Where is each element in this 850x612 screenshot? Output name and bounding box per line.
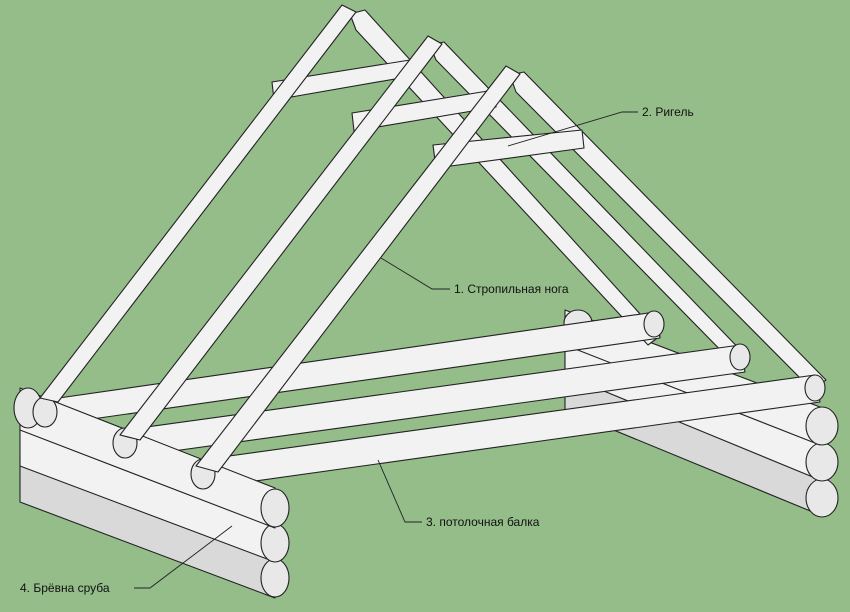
right-wall-log-middle-end xyxy=(805,442,839,482)
leader-ceiling-beam xyxy=(377,459,422,523)
right-rafter-legs xyxy=(349,9,827,391)
right-rafter-back xyxy=(349,9,661,346)
left-rafter-middle xyxy=(119,35,443,441)
rafter-leg-label: 1. Стропильная нога xyxy=(454,282,569,296)
left-wall-log-top-end xyxy=(260,488,290,528)
label-collar-beam: 2. Ригель xyxy=(507,105,694,147)
collar-beam-middle xyxy=(351,89,497,132)
label-ceiling-beam: 3. потолочная балка xyxy=(377,459,540,529)
ceiling-beam-back-end xyxy=(643,310,665,338)
label-rafter-leg: 1. Стропильная нога xyxy=(380,257,569,296)
label-frame-logs: 4. Брёвна сруба xyxy=(20,525,233,595)
leader-rafter-leg xyxy=(380,257,450,290)
ceiling-beam-middle-end xyxy=(729,343,751,371)
left-wall-log-middle-end xyxy=(260,523,290,563)
frame-logs-label: 4. Брёвна сруба xyxy=(20,581,110,595)
right-wall-log-top-end xyxy=(805,406,839,446)
left-rafter-front xyxy=(195,65,521,473)
leader-collar-beam xyxy=(507,111,638,147)
right-wall-log-bottom-end xyxy=(805,478,839,518)
collar-beams xyxy=(271,59,585,169)
ceiling-beams xyxy=(44,310,826,489)
left-rafter-legs xyxy=(39,4,521,473)
ceiling-beam-front-end xyxy=(804,374,826,402)
collar-beam-label: 2. Ригель xyxy=(642,105,694,119)
left-wall-log-bottom-end xyxy=(260,558,290,598)
ceiling-beam-label: 3. потолочная балка xyxy=(426,515,540,529)
left-log-wall xyxy=(13,387,290,599)
left-rafter-back xyxy=(39,4,357,403)
leader-frame-logs xyxy=(134,525,233,589)
